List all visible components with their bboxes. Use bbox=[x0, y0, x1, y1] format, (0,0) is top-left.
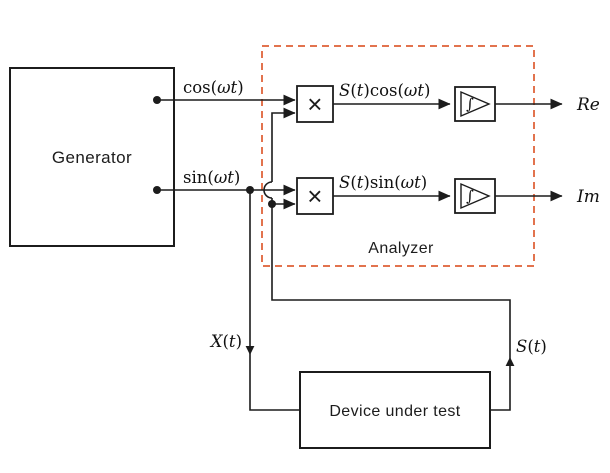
integral-icon: ∫ bbox=[466, 187, 474, 205]
cos-label: cos(ωt) bbox=[183, 78, 244, 97]
multiply-icon: × bbox=[307, 181, 323, 211]
xt-arrow-down bbox=[245, 346, 255, 355]
junction-dot-st bbox=[268, 200, 276, 208]
generator-block bbox=[9, 67, 175, 247]
multiply-icon: × bbox=[307, 89, 323, 119]
wire-hop bbox=[263, 181, 273, 199]
junction-dot-cos bbox=[153, 96, 161, 104]
generator-label: Generator bbox=[52, 148, 132, 167]
st-wire-to-top-multiplier bbox=[271, 107, 296, 182]
device-under-test-label: Device under test bbox=[329, 403, 460, 420]
multiplier-top-block bbox=[296, 85, 334, 123]
integral-icon: ∫ bbox=[466, 95, 474, 113]
st-label: S(t) bbox=[516, 337, 547, 356]
integrator-triangle-icon bbox=[460, 182, 491, 210]
analyzer-label: Analyzer bbox=[368, 240, 434, 257]
re-label: Re bbox=[576, 95, 600, 115]
s-sin-label: S(t)sin(ωt) bbox=[339, 173, 427, 192]
integrator-triangle-icon bbox=[460, 90, 491, 118]
xt-label: X(t) bbox=[209, 332, 242, 351]
device-under-test-block bbox=[299, 371, 491, 449]
st-wire bbox=[271, 198, 511, 411]
sin-label: sin(ωt) bbox=[183, 168, 240, 187]
s-cos-label: S(t)cos(ωt) bbox=[339, 81, 430, 100]
st-arrow-up bbox=[505, 357, 515, 366]
analyzer-region bbox=[261, 45, 535, 267]
xt-wire bbox=[249, 190, 300, 411]
im-label: Im bbox=[576, 187, 600, 207]
junction-dot-sin bbox=[153, 186, 161, 194]
junction-dot-xt bbox=[246, 186, 254, 194]
multiplier-bottom-block bbox=[296, 177, 334, 215]
